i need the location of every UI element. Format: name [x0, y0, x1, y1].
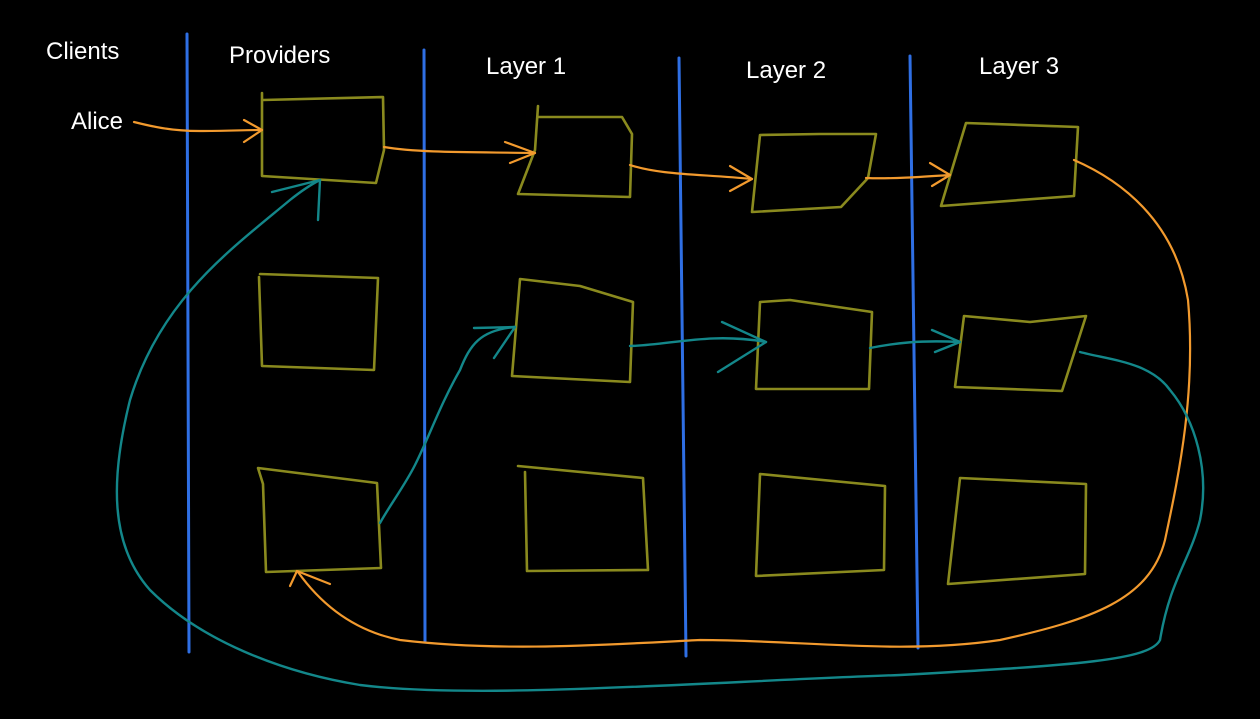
layer3-node-1: [939, 121, 1080, 208]
return-layer2-to-layer3: [868, 340, 962, 350]
layer2-node-2: [754, 298, 874, 391]
divider-clients-providers: [185, 32, 191, 654]
outbound-return-loop: [296, 158, 1192, 648]
layer1-node-3: [516, 464, 650, 573]
return-provider3-to-layer1: [378, 325, 517, 525]
outbound-arrowhead-provider-3: [288, 569, 332, 588]
layer1-node-1: [516, 104, 634, 199]
return-arrowhead-layer2: [716, 320, 768, 374]
column-title-layer-3: Layer 3: [979, 53, 1060, 80]
provider-node-3: [256, 466, 383, 574]
outbound-layer2-to-layer3: [864, 173, 952, 180]
outbound-arrowhead-layer2: [728, 164, 754, 193]
outbound-arrowhead-layer1: [503, 140, 537, 165]
divider-providers-layer1: [422, 48, 427, 644]
column-title-providers: Providers: [229, 42, 331, 69]
column-title-clients: Clients: [46, 38, 120, 65]
return-layer3-loop-to-provider: [115, 178, 1205, 692]
layer1-node-2: [510, 277, 635, 384]
client-alice-label: Alice: [71, 108, 124, 135]
provider-node-2: [257, 272, 380, 372]
return-layer1-to-layer2: [628, 337, 768, 348]
outbound-arrowhead-provider: [242, 118, 264, 144]
column-title-layer-1: Layer 1: [486, 53, 567, 80]
layer2-node-3: [754, 472, 887, 578]
outbound-provider-to-layer1: [382, 145, 537, 155]
return-arrowhead-layer1: [472, 325, 517, 360]
outbound-layer1-to-layer2: [628, 163, 754, 181]
divider-layer2-layer3: [908, 54, 920, 650]
layer3-node-3: [946, 476, 1088, 586]
layer3-node-2: [953, 314, 1088, 393]
column-title-layer-2: Layer 2: [746, 57, 827, 84]
return-arrowhead-provider-1: [270, 178, 322, 222]
outbound-alice-to-provider: [132, 120, 264, 133]
provider-node-1: [260, 91, 386, 185]
outbound-arrowhead-layer3: [928, 161, 952, 188]
return-arrowhead-layer3: [930, 328, 962, 354]
layer2-node-1: [750, 132, 878, 214]
divider-layer1-layer2: [677, 56, 688, 658]
